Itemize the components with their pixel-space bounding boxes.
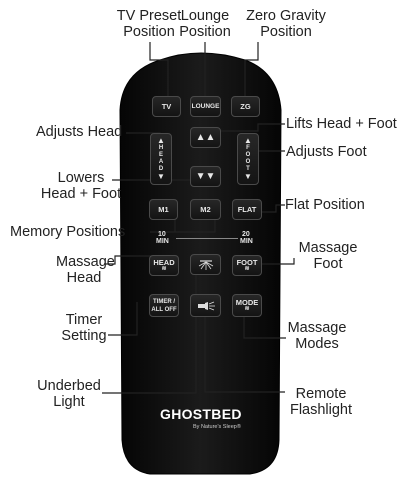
timer-20-value: 20 [242, 231, 250, 238]
up-arrow-icon: ▲ [157, 136, 165, 145]
m1-button[interactable]: M1 [149, 199, 178, 220]
flashlight-icon [197, 301, 215, 310]
massage-head-button[interactable]: HEAD ≋ [149, 255, 179, 276]
lamp-icon [198, 259, 213, 270]
label-flat-position: Flat Position [285, 197, 365, 213]
ghostbed-logo: GHOSTBED [160, 406, 242, 422]
flashlight-button[interactable] [190, 294, 221, 317]
up-arrow-icon: ▲ [244, 136, 252, 145]
timer-all-off-button[interactable]: TIMER /ALL OFF [149, 294, 179, 317]
lounge-button[interactable]: LOUNGE [190, 96, 221, 117]
mode-button[interactable]: MODE ≋ [232, 294, 262, 317]
tv-button[interactable]: TV [152, 96, 181, 117]
flat-button[interactable]: FLAT [232, 199, 262, 220]
m2-button[interactable]: M2 [190, 199, 221, 220]
label-adjusts-head: Adjusts Head [36, 124, 123, 140]
wave-icon: ≋ [244, 266, 250, 272]
zg-button[interactable]: ZG [231, 96, 260, 117]
lower-head-foot-button[interactable]: ▼▼ [190, 166, 221, 187]
timer-indicator-strip: 10 MIN 20 MIN [152, 231, 266, 245]
timer-20-unit: MIN [240, 238, 253, 245]
down-arrow-icon: ▼ [157, 172, 165, 181]
wave-icon: ≋ [244, 306, 250, 312]
label-adjusts-foot: Adjusts Foot [286, 144, 367, 160]
timer-10-value: 10 [158, 231, 166, 238]
brand-subtitle: By Nature's Sleep® [193, 424, 241, 430]
wave-icon: ≋ [161, 266, 167, 272]
label-memory-positions: Memory Positions [10, 224, 126, 240]
label-lifts-head-foot: Lifts Head + Foot [286, 116, 397, 132]
massage-foot-button[interactable]: FOOT ≋ [232, 255, 262, 276]
down-arrow-icon: ▼ [244, 172, 252, 181]
lift-head-foot-button[interactable]: ▲▲ [190, 127, 221, 148]
underbed-light-button[interactable] [190, 254, 221, 275]
timer-strip-line [176, 238, 238, 239]
timer-10-unit: MIN [156, 238, 169, 245]
